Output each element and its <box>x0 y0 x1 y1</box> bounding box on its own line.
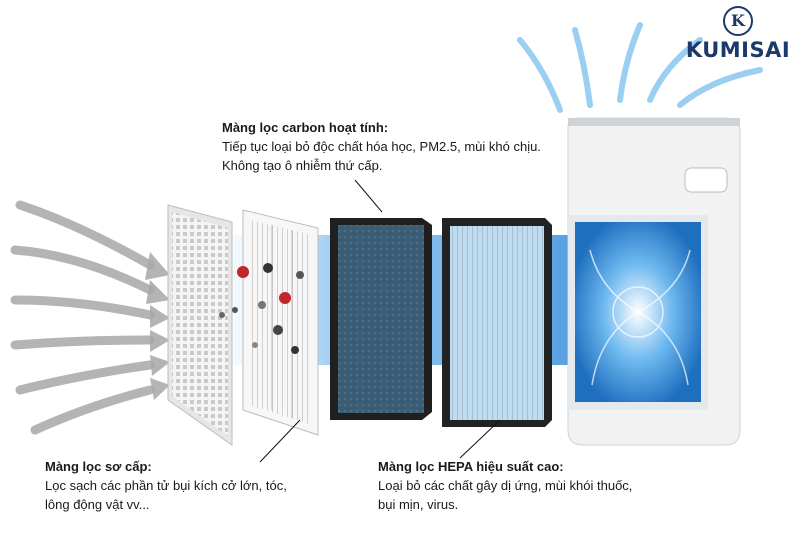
brand-logo: K KUMISAI <box>676 6 800 68</box>
caption-carbon: Màng lọc carbon hoạt tính: Tiếp tục loại… <box>222 118 582 175</box>
logo-badge-letter: K <box>731 11 745 30</box>
caption-prefilter-title: Màng lọc sơ cấp: <box>45 459 152 474</box>
caption-carbon-line2: Không tạo ô nhiễm thứ cấp. <box>222 158 383 173</box>
air-arrow <box>15 360 155 395</box>
caption-hepa: Màng lọc HEPA hiệu suất cao: Loại bỏ các… <box>378 457 678 514</box>
air-arrow <box>10 335 155 350</box>
air-arrow <box>30 385 155 435</box>
callout-line-prefilter <box>259 419 301 463</box>
caption-hepa-line1: Loại bỏ các chất gây dị ứng, mùi khói th… <box>378 478 633 493</box>
caption-prefilter-line1: Lọc sạch các phần tử bụi kích cở lớn, tó… <box>45 478 287 493</box>
caption-hepa-title: Màng lọc HEPA hiệu suất cao: <box>378 459 564 474</box>
incoming-air-arrows <box>10 200 155 435</box>
caption-carbon-line1: Tiếp tục loại bỏ độc chất hóa học, PM2.5… <box>222 139 541 154</box>
prefilter-panel <box>167 204 233 446</box>
air-arrow <box>15 200 155 270</box>
callout-line-carbon <box>354 179 383 213</box>
logo-name: KUMISAI <box>685 38 791 62</box>
carbon-filter <box>330 218 432 420</box>
outgoing-air-arrows <box>517 22 763 113</box>
caption-carbon-title: Màng lọc carbon hoạt tính: <box>222 120 389 135</box>
caption-prefilter-line2: lông động vật vv... <box>45 497 150 512</box>
caption-prefilter: Màng lọc sơ cấp: Lọc sạch các phần tử bụ… <box>45 457 345 514</box>
caption-hepa-line2: bụi mịn, virus. <box>378 497 459 512</box>
air-arrow <box>10 245 155 295</box>
air-purifier-device <box>567 117 741 446</box>
air-arrow <box>10 295 155 320</box>
hepa-filter <box>442 218 552 427</box>
logo-badge: K <box>723 6 753 36</box>
callout-line-hepa <box>459 419 501 459</box>
